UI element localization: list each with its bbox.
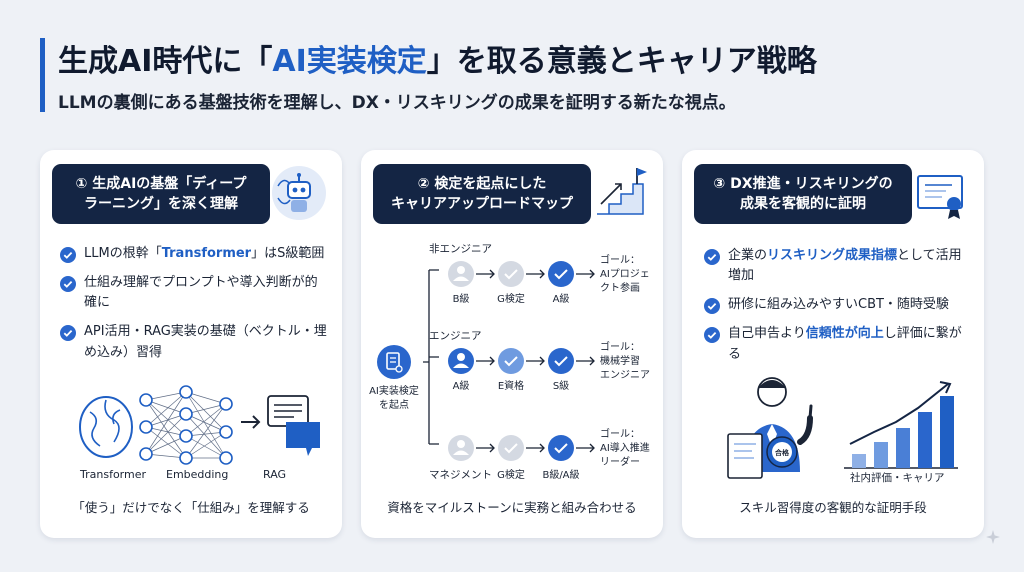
roadmap-flow: AI実装検定 を起点 非エンジニア エンジニア マネジメント B級 G検定 A級… [369, 243, 650, 481]
stairs-flag-icon [597, 168, 647, 215]
card-heading: ① 生成AIの基盤「ディープラーニング」を深く理解 [52, 164, 270, 224]
pass-badge-icon: 合格 [766, 436, 798, 468]
track-name: マネジメント [429, 469, 492, 481]
check-icon [704, 327, 720, 344]
step-label: G検定 [497, 292, 525, 305]
card-heading: ② 検定を起点にしたキャリアアップロードマップ [373, 164, 591, 224]
track-row-non-engineer: B級 G検定 A級 ゴール： AIプロジェ クト参画 [448, 253, 650, 305]
illustration-caption: 社内評価・キャリア [850, 472, 945, 484]
sparkle-icon [986, 530, 1000, 544]
label-transformer: Transformer [80, 468, 147, 481]
check-item: LLMの根幹「Transformer」はS級範囲 [60, 244, 330, 264]
goal-text: 機械学習 [600, 354, 640, 367]
step-label: E資格 [498, 379, 524, 392]
check-item: API活用・RAG実装の基礎（ベクトル・埋め込み）習得 [60, 322, 330, 362]
page-subtitle: LLMの裏側にある基盤技術を理解し、DX・リスキリングの成果を証明する新たな視点… [58, 93, 736, 113]
growth-chart-icon [844, 381, 958, 469]
goal-text: クト参画 [600, 281, 640, 294]
step-label: S級 [553, 379, 569, 392]
step-label: B級/A級 [542, 468, 579, 481]
check-item: 研修に組み込みやすいCBT・随時受験 [704, 295, 974, 315]
goal-text: AI導入推進 [600, 441, 650, 454]
step-label: B級 [453, 292, 470, 305]
track-name: 非エンジニア [429, 243, 492, 255]
card-footer: スキル習得度の客観的な証明手段 [739, 500, 927, 515]
check-icon [704, 249, 720, 265]
check-item: 企業のリスキリング成果指標として活用増加 [704, 246, 974, 286]
goal-text: AIプロジェ [600, 268, 650, 280]
held-certificate-icon [727, 433, 763, 479]
card-footer: 「使う」だけでなく「仕組み」を理解する [72, 500, 310, 515]
robot-icon [272, 166, 326, 220]
check-icon [60, 276, 76, 293]
track-name: エンジニア [429, 330, 482, 342]
check-icon [704, 298, 720, 315]
neural-network-diagram [79, 385, 320, 465]
step-label: A級 [453, 379, 470, 392]
card-dx-reskilling: ③ DX推進・リスキリングの成果を客観的に証明 企業のリスキリング成果指標として… [682, 150, 984, 538]
certificate-icon [917, 175, 963, 219]
goal-text: エンジニア [600, 370, 650, 381]
check-icon [60, 247, 76, 263]
career-growth-illustration: 合格 [727, 377, 958, 479]
chat-bubbles-icon [267, 395, 320, 456]
track-row-management: G検定 B級/A級 ゴール： AI導入推進 リーダー [448, 427, 650, 481]
label-embedding: Embedding [166, 468, 229, 481]
track-row-engineer: A級 E資格 S級 ゴール： 機械学習 エンジニア [448, 340, 650, 392]
badge-text: 合格 [774, 448, 790, 457]
goal-text: リーダー [600, 455, 640, 468]
page-title: 生成AI時代に「AI実装検定」を取る意義とキャリア戦略 [58, 44, 817, 79]
start-label-1: AI実装検定 [369, 384, 419, 397]
start-label-2: を起点 [379, 399, 409, 411]
card-deep-learning: ① 生成AIの基盤「ディープラーニング」を深く理解 LLMの根幹「Transfo… [40, 150, 342, 538]
step-label: A級 [553, 292, 570, 305]
goal-text: ゴール： [600, 340, 640, 353]
label-rag: RAG [263, 468, 287, 481]
arrow-right-icon [241, 415, 261, 429]
card-heading: ③ DX推進・リスキリングの成果を客観的に証明 [694, 164, 912, 224]
card-career-roadmap: ② 検定を起点にしたキャリアアップロードマップ AI実装検定 を起点 非エンジニ… [361, 150, 663, 538]
check-item: 仕組み理解でプロンプトや導入判断が的確に [60, 273, 330, 313]
start-node-icon [377, 345, 411, 379]
check-icon [60, 325, 76, 342]
goal-text: ゴール： [600, 427, 640, 440]
step-label: G検定 [497, 468, 525, 481]
brain-icon [79, 396, 133, 458]
title-accent-bar [40, 38, 45, 112]
check-item: 自己申告より信頼性が向上し評価に繋がる [704, 324, 974, 364]
card-footer: 資格をマイルストーンに実務と組み合わせる [387, 500, 637, 515]
goal-text: ゴール： [600, 253, 640, 266]
